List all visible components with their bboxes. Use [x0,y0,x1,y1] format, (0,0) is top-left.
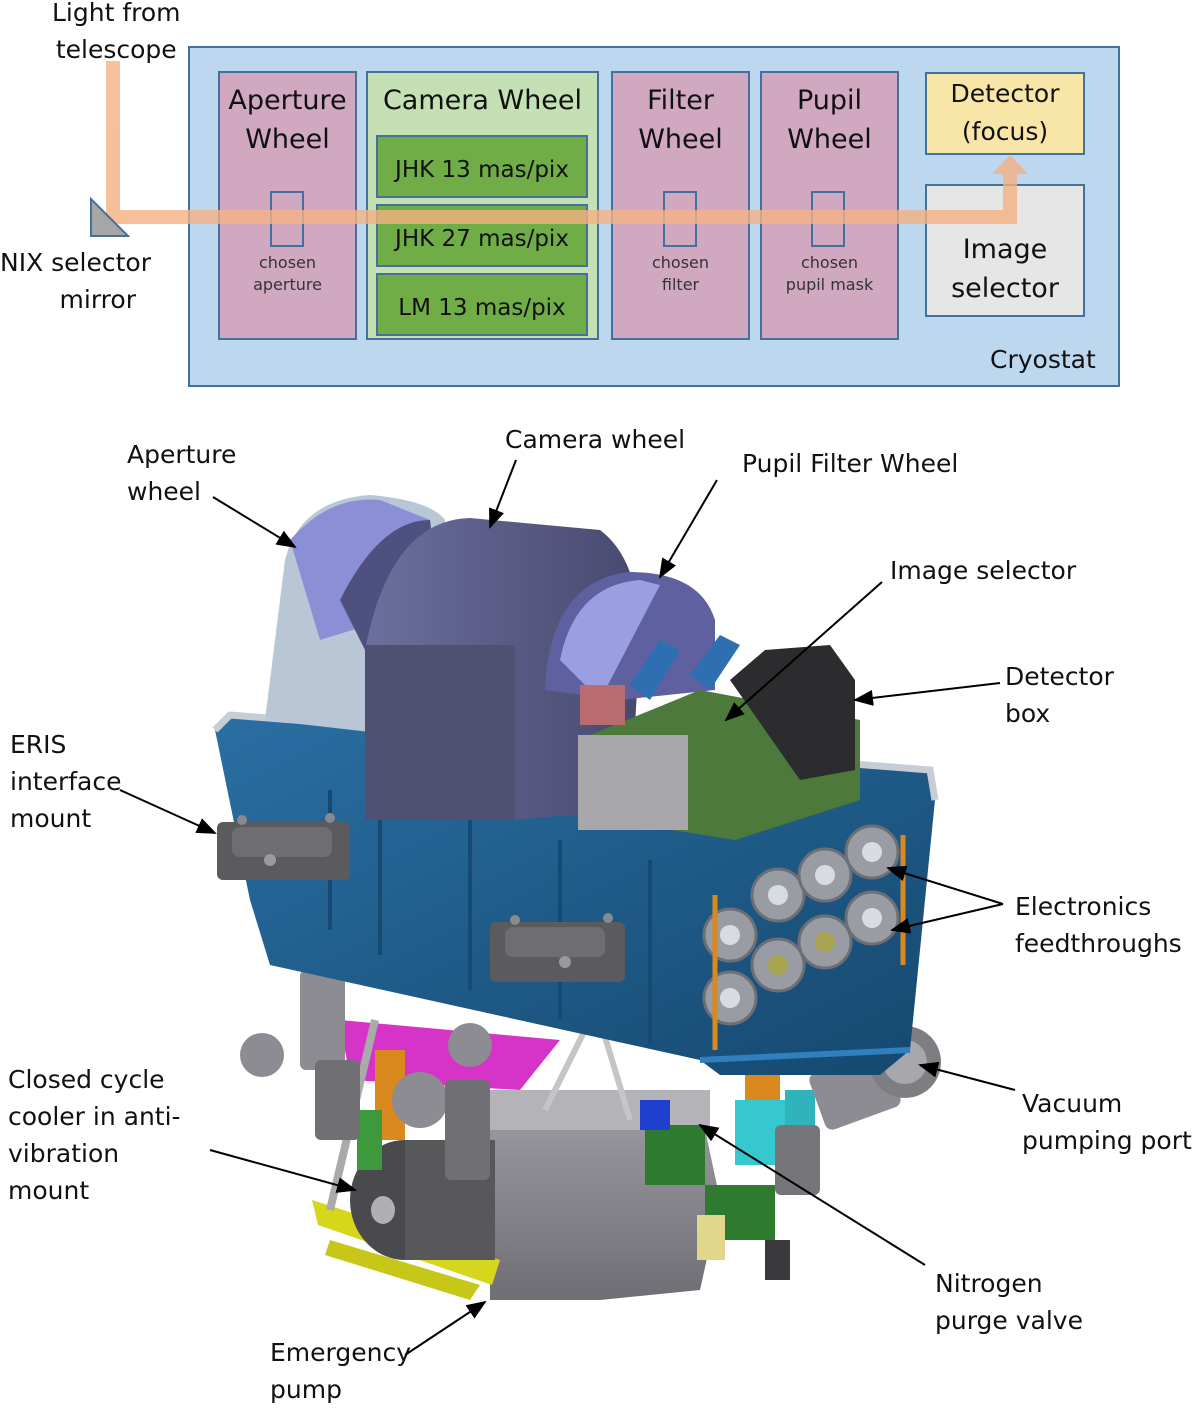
filter-wheel-box [611,71,750,340]
filter-wheel-title: Filter Wheel [638,85,723,155]
arrow-feedthrough-2 [890,903,1004,934]
aperture-slot-label: chosen aperture [253,253,322,294]
camera-option-3-label: LM 13 mas/pix [398,295,566,321]
nitrogen-purge-valve [697,1215,725,1260]
arrow-aperture-wheel [212,496,297,549]
arrow-emergency-pump [404,1300,487,1356]
arrow-camera-wheel [489,459,517,529]
callout-image-selector: Image selector [890,556,1077,585]
light-from-telescope-label: Light from telescope [52,0,181,64]
detector-box [730,645,855,780]
red-box [580,685,625,725]
pupil-wheel-box [760,71,899,340]
eris-interface-mount-1 [217,813,350,880]
aperture-wheel-title: Aperture Wheel [228,85,347,155]
camera-option-2-label: JHK 27 mas/pix [395,226,569,252]
beam-arrowhead [992,155,1028,174]
callout-nitrogen-purge-valve: Nitrogen purge valve [935,1269,1083,1335]
arrow-pupil-filter-wheel [658,479,718,579]
callout-detector-box: Detector box [1005,662,1114,728]
callout-aperture-wheel: Aperture wheel [127,440,237,506]
arrow-image-selector [724,581,883,722]
callout-emergency-pump: Emergency pump [270,1338,412,1404]
green-valve-1 [645,1125,705,1185]
callout-arrows [119,459,1016,1356]
arrow-cooler [209,1149,357,1193]
callout-closed-cycle-cooler: Closed cycle cooler in anti- vibration m… [8,1065,181,1205]
camera-option-1-label: JHK 13 mas/pix [395,157,569,183]
nix-selector-mirror-label: NIX selector mirror [0,248,152,314]
aperture-wheel-box [218,71,357,340]
arrow-nitrogen-purge [698,1123,926,1266]
arrow-detector-box [853,682,1001,706]
filter-slot-label: chosen filter [651,253,710,294]
eris-interface-mount-2 [490,913,625,982]
valve-cluster-left [240,970,492,1180]
arrow-eris-interface-mount [119,789,217,834]
callout-eris-interface-mount: ERIS interface mount [10,730,122,833]
callout-camera-wheel: Camera wheel [505,425,686,454]
image-selector-title: Image selector [951,234,1059,304]
detector-box [925,72,1085,155]
pupil-slot-label: chosen pupil mask [785,253,874,294]
pump-top-plate [480,1090,710,1130]
callout-vacuum-pumping-port: Vacuum pumping port [1022,1089,1192,1155]
light-beam [106,61,1028,224]
schematic-diagram [90,46,1120,387]
selector-mirror-icon [90,196,131,237]
callout-pupil-filter-wheel: Pupil Filter Wheel [742,449,959,478]
arrow-feedthrough-1 [886,865,1004,905]
detector-title: Detector (focus) [950,79,1060,146]
camera-wheel-title: Camera Wheel [382,85,583,116]
pupil-wheel-title: Pupil Wheel [787,85,872,155]
callout-electronics-feedthroughs: Electronics feedthroughs [1015,892,1182,958]
arrow-vacuum-port [918,1061,1016,1091]
camera-option-3 [376,273,588,336]
cryostat-label: Cryostat [990,345,1096,374]
camera-option-1 [376,135,588,198]
